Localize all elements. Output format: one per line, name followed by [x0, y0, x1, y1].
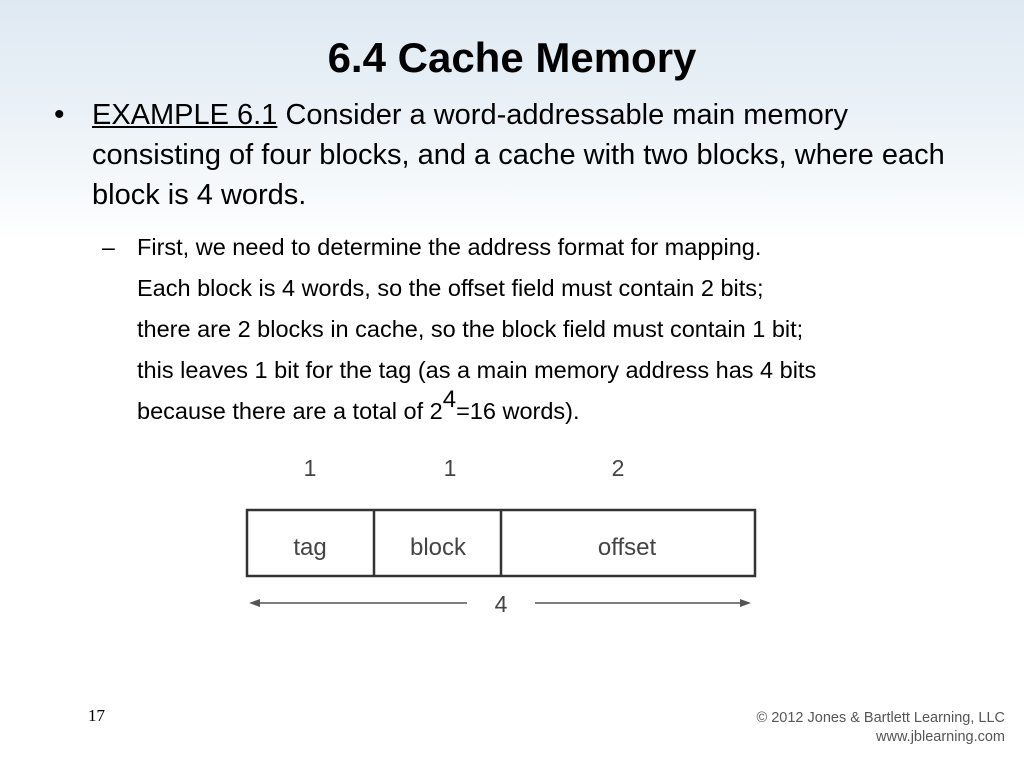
tag-field-label: tag: [293, 534, 326, 561]
bullet-example: • EXAMPLE 6.1 Consider a word-addressabl…: [46, 95, 946, 215]
sub-line-4: this leaves 1 bit for the tag (as a main…: [137, 357, 817, 383]
offset-field-label: offset: [598, 534, 657, 561]
sub-line-5: because there are a total of 24=16 words…: [137, 388, 982, 432]
slide-title: 6.4 Cache Memory: [327, 34, 697, 81]
exponent: 4: [442, 386, 457, 414]
sub-line-5-end: =16 words).: [456, 398, 580, 424]
copyright-notice: © 2012 Jones & Bartlett Learning, LLC ww…: [745, 709, 1005, 747]
right-arrowhead-icon: [740, 599, 751, 607]
example-label: EXAMPLE 6.1: [92, 99, 278, 131]
sub-line-3: there are 2 blocks in cache, so the bloc…: [137, 316, 804, 342]
address-format-svg: 1 1 2 tag block offset 4: [245, 455, 757, 617]
sub-bullet-dash: –: [102, 234, 115, 260]
sub-line-1: First, we need to determine the address …: [137, 234, 762, 260]
copyright-line: © 2012 Jones & Bartlett Learning, LLC: [756, 710, 1005, 726]
sub-bullet-text: First, we need to determine the address …: [137, 227, 982, 432]
address-format-diagram: 1 1 2 tag block offset 4: [235, 448, 775, 628]
sub-bullet: – First, we need to determine the addres…: [102, 227, 982, 432]
block-bits-label: 1: [444, 455, 457, 481]
example-text: Consider a word-addressable main memory …: [92, 99, 945, 211]
slide-number: 17: [88, 706, 105, 725]
sub-line-5-start: because there are a total of 2: [137, 398, 443, 424]
block-field-label: block: [410, 534, 467, 561]
total-bits-label: 4: [495, 591, 508, 617]
bullet-dot: •: [54, 98, 65, 131]
offset-bits-label: 2: [612, 455, 625, 481]
sub-line-2: Each block is 4 words, so the offset fie…: [137, 275, 764, 301]
publisher-url: www.jblearning.com: [876, 729, 1005, 745]
left-arrowhead-icon: [249, 599, 260, 607]
bullet-text: EXAMPLE 6.1 Consider a word-addressable …: [92, 95, 946, 215]
tag-bits-label: 1: [304, 455, 317, 481]
